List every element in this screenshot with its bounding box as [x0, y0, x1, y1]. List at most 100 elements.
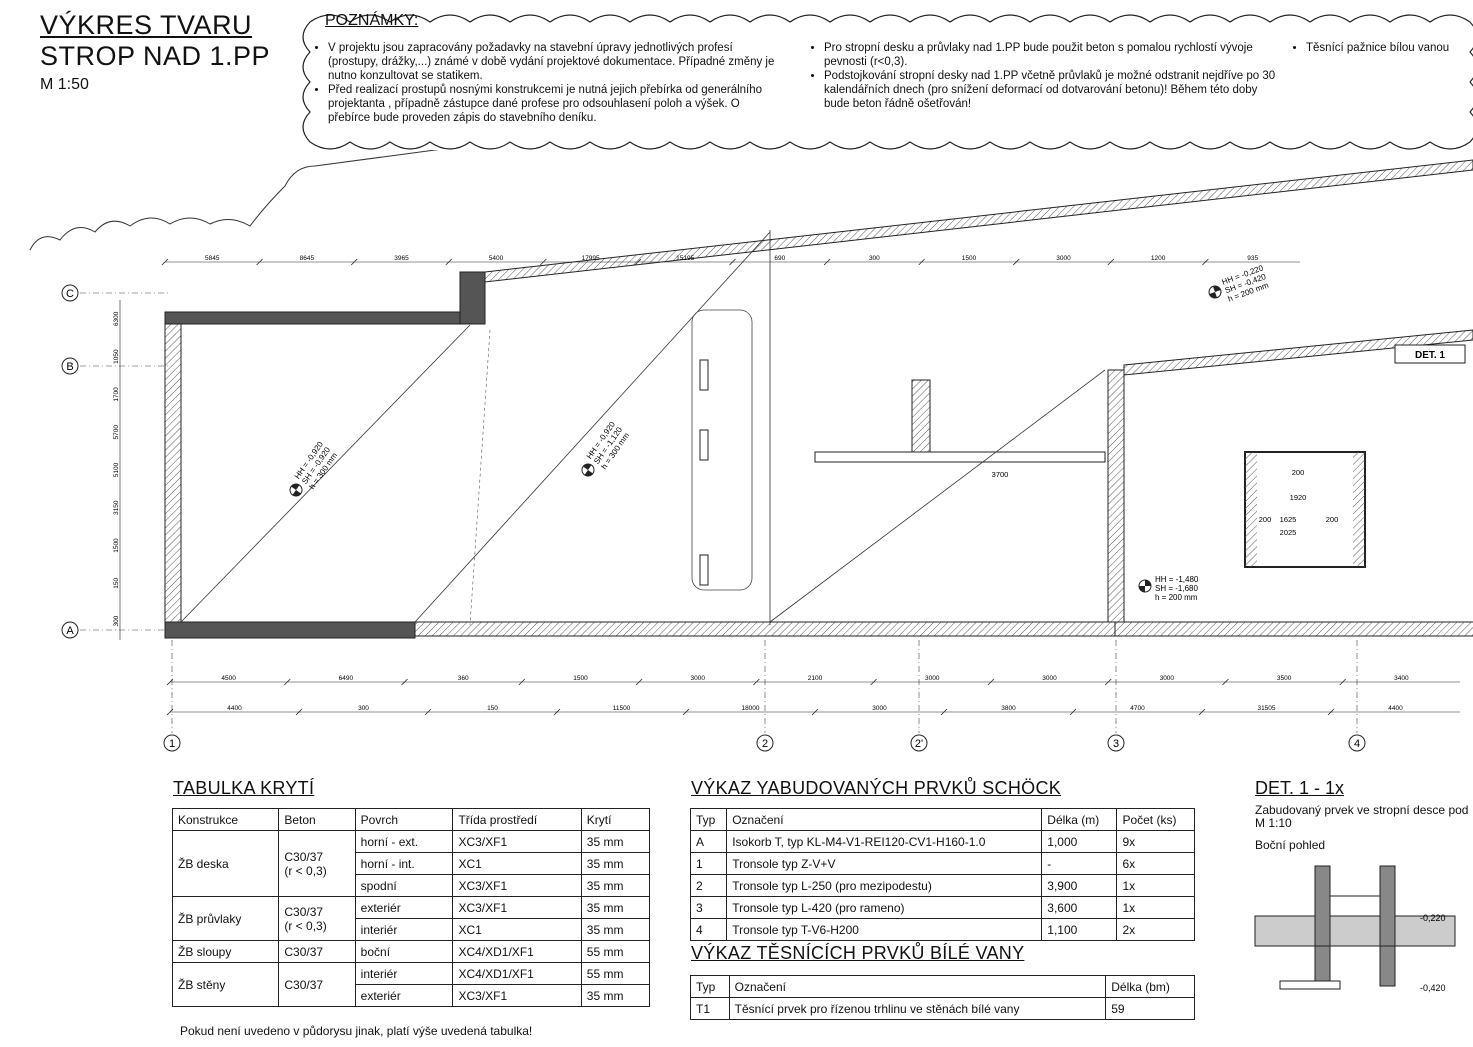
table-cell: Tronsole typ Z-V+V: [726, 852, 1043, 875]
table-cell: Tronsole typ T-V6-H200: [726, 918, 1043, 941]
table-cell: 55 mm: [580, 940, 651, 963]
table-cell: Tronsole typ L-420 (pro rameno): [726, 896, 1043, 919]
notes-column-3: Těsnící pažnice bílou vanou: [1290, 41, 1473, 55]
dimension-value: 4500: [221, 675, 236, 682]
axis-bubble: [756, 734, 774, 752]
table-cell: boční: [354, 940, 454, 963]
note-item: Před realizací prostupů nosnými konstruk…: [328, 83, 782, 125]
shaft-dimension: 2025: [1280, 528, 1297, 537]
table-cell: 55 mm: [580, 962, 651, 985]
axis-bubble: [1107, 734, 1125, 752]
table-cell: 35 mm: [580, 984, 651, 1007]
construction-cell: ŽB stěny: [171, 962, 280, 1007]
axis-label: 2: [762, 738, 768, 750]
notes-heading: POZNÁMKY:: [325, 12, 419, 29]
cover-table-title: TABULKA KRYTÍ: [173, 778, 315, 798]
table-cell: horní - ext.: [354, 830, 454, 853]
detail-level-a: -0,220: [1420, 913, 1446, 923]
dimension-value: 150: [113, 578, 120, 589]
shaft-dimension: 1625: [1280, 515, 1297, 524]
shaft-wall-left: [1245, 452, 1257, 567]
axis-rows: CBA: [61, 284, 170, 639]
table-cell: 2x: [1116, 918, 1195, 941]
table-cell: 4: [689, 918, 728, 941]
level-tag-line: SH = -1,680: [1155, 584, 1198, 593]
axis-bubble: [163, 734, 181, 752]
table-header-cell: Délka (m): [1041, 808, 1118, 831]
built-elements-title: VÝKAZ YABUDOVANÝCH PRVKŮ SCHÖCK: [691, 778, 1062, 798]
level-tag-line: HH = -1,480: [1155, 575, 1199, 584]
table-header-cell: Třída prostředí: [452, 808, 582, 831]
concrete-cell: C30/37(r < 0,3): [278, 896, 356, 941]
table-header-cell: Typ: [690, 975, 730, 998]
dimension-value: 3000: [1160, 675, 1175, 682]
axis-bubble: [1348, 734, 1366, 752]
table-cell: -: [1041, 852, 1118, 875]
dimension-value: 3000: [925, 675, 940, 682]
axis-label: 1: [169, 738, 175, 750]
detail-description: Zabudovaný prvek ve stropní desce pod: [1255, 803, 1469, 817]
dimension-value: 300: [358, 705, 369, 712]
note-item: Pro stropní desku a průvlaky nad 1.PP bu…: [824, 41, 1278, 69]
wall-inner-slope: [1123, 329, 1473, 376]
table-cell: exteriér: [354, 984, 454, 1007]
dimension-value: 3800: [1001, 705, 1016, 712]
table-cell: XC3/XF1: [452, 984, 582, 1007]
dimension-value: 360: [458, 675, 469, 682]
wall-bottom-3: [1114, 621, 1473, 637]
dimension-value: 3500: [1277, 675, 1292, 682]
dimension-value: 935: [1247, 255, 1258, 262]
construction-cell: ŽB sloupy: [171, 940, 280, 963]
table-header-cell: Označení: [726, 808, 1043, 831]
wall-bottom: [164, 621, 416, 639]
table-cell: horní - int.: [354, 852, 454, 875]
dimension-value: 1500: [113, 538, 120, 553]
revision-cloud-outline: [302, 14, 1473, 150]
dimension-value: 150: [487, 705, 498, 712]
table-header-cell: Označení: [728, 975, 1107, 998]
table-cell: 9x: [1116, 830, 1195, 853]
wall-step: [459, 271, 486, 325]
dimension-value: 6300: [113, 311, 120, 326]
table-cell: Tronsole typ L-250 (pro mezipodestu): [726, 874, 1043, 897]
axis-label: 2': [915, 738, 923, 750]
table-cell: T1: [690, 997, 730, 1020]
dimension-value: 6490: [339, 675, 354, 682]
dimension-value: 8645: [300, 255, 315, 262]
table-header-cell: Počet (ks): [1116, 808, 1195, 831]
axis-label: 4: [1354, 738, 1360, 750]
table-cell: 1x: [1116, 896, 1195, 919]
notes-cloud: [300, 2, 1473, 152]
beam-band: [814, 451, 1106, 463]
shaft-wall-right: [1353, 452, 1365, 567]
dimension-value: 3400: [1394, 675, 1409, 682]
table-cell: XC1: [452, 918, 582, 941]
table-cell: XC1: [452, 852, 582, 875]
dimension-value: 11500: [613, 705, 631, 712]
dimension-value: 1050: [113, 349, 120, 364]
dimension-value: 690: [774, 255, 785, 262]
table-cell: 3,900: [1041, 874, 1118, 897]
dimension-value: 5400: [489, 255, 504, 262]
notes-column-2: Pro stropní desku a průvlaky nad 1.PP bu…: [808, 41, 1278, 111]
sealing-elements-title: VÝKAZ TĚSNÍCÍCH PRVKŮ BÍLÉ VANY: [691, 943, 1025, 963]
table-cell: interiér: [354, 962, 454, 985]
dimension-value: 3000: [1042, 675, 1057, 682]
axis-bubble: [61, 357, 79, 375]
table-cell: 6x: [1116, 852, 1195, 875]
dimension-value: 2100: [808, 675, 823, 682]
table-cell: XC3/XF1: [452, 896, 582, 919]
opening-box: [699, 429, 709, 461]
table-cell: XC3/XF1: [452, 874, 582, 897]
axis-label: B: [66, 361, 73, 373]
